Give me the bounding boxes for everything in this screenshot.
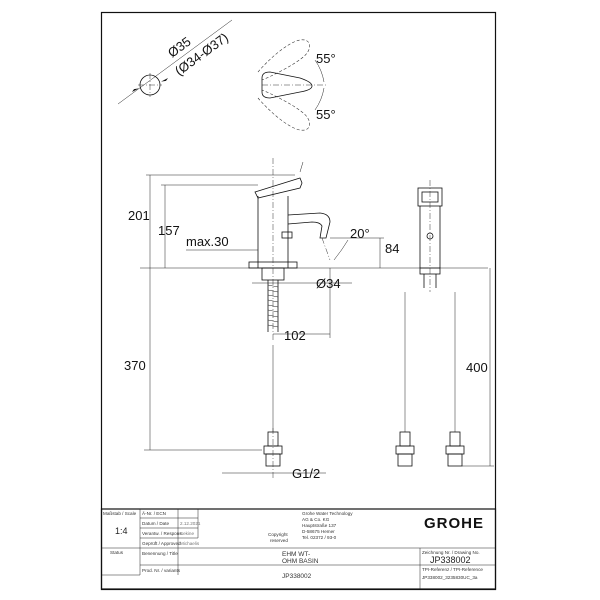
hose-length-right-label: 400 xyxy=(466,360,488,375)
hose-left: 370 G1/2 xyxy=(124,268,326,481)
company-line-3: Hauptstraße 137 xyxy=(302,523,337,528)
spout-clearance-label: 84 xyxy=(385,241,399,256)
scale-label: Maßstab / Scale xyxy=(103,511,137,516)
date-label: Datum / Date xyxy=(142,521,170,526)
spout-angle-label: 20° xyxy=(350,226,370,241)
angle-lower-label: 55° xyxy=(316,107,336,122)
drawing-no-value: JP338002 xyxy=(430,555,471,565)
faucet-front-view xyxy=(417,180,443,292)
hose-length-left-label: 370 xyxy=(124,358,146,373)
drawing-frame xyxy=(100,11,497,591)
projection-label: 102 xyxy=(284,328,306,343)
reference-label: TPI-Referenz / TPI-Reference xyxy=(422,567,483,572)
status-label: Status xyxy=(110,550,124,555)
copyright-line-1: Copyright xyxy=(268,532,288,537)
copyright-line-2: reserved xyxy=(270,538,288,543)
company-line-2: AG & Co. KG xyxy=(302,517,330,522)
height-spout-label: 157 xyxy=(158,223,180,238)
approved-value: Michaelis xyxy=(180,541,200,546)
company-line-1: Grohe Water Technology xyxy=(302,511,353,516)
hose-right-pair: 400 xyxy=(395,268,494,467)
date-value: 2.12.2021 xyxy=(180,521,201,526)
company-line-5: Tel. 02372 / 93-0 xyxy=(302,535,337,540)
grohe-logo: GROHE xyxy=(424,515,484,532)
company-line-4: D-58675 Hemer xyxy=(302,529,335,534)
title-line-1: EHM WT- xyxy=(282,551,310,558)
responsible-label: Verantw. / Respons. xyxy=(142,531,183,536)
scale-value: 1:4 xyxy=(115,526,128,536)
drawing-no-label: Zeichnung Nr. / Drawing No. xyxy=(422,550,480,555)
faucet-side-view: 201 157 max.30 20° 84 Ø34 102 xyxy=(128,158,488,343)
height-total-label: 201 xyxy=(128,208,150,223)
mounting-hole-detail: Ø35 (Ø34-Ø37) xyxy=(117,19,233,105)
angle-upper-label: 55° xyxy=(316,51,336,66)
product-label: Prod. Nr. / variants xyxy=(142,568,181,573)
title-line-2: OHM BASIN xyxy=(282,558,319,565)
reference-value: JP338002_3235830UC_3a xyxy=(422,575,478,580)
max-thickness-label: max.30 xyxy=(186,234,229,249)
responsible-value: Sekine xyxy=(180,531,194,536)
thread-label: G1/2 xyxy=(292,466,320,481)
product-no-value: JP338002 xyxy=(282,573,312,580)
base-diameter-label: Ø34 xyxy=(316,276,341,291)
title-block: Maßstab / Scale 1:4 Ä-Nr. / ECN Datum / … xyxy=(100,508,497,590)
change-label: Ä-Nr. / ECN xyxy=(142,510,166,516)
lever-rotation-detail: 55° 55° xyxy=(257,39,336,131)
approved-label: Geprüft / Approved xyxy=(142,541,181,546)
title-label: Benennung / Title xyxy=(142,551,178,556)
